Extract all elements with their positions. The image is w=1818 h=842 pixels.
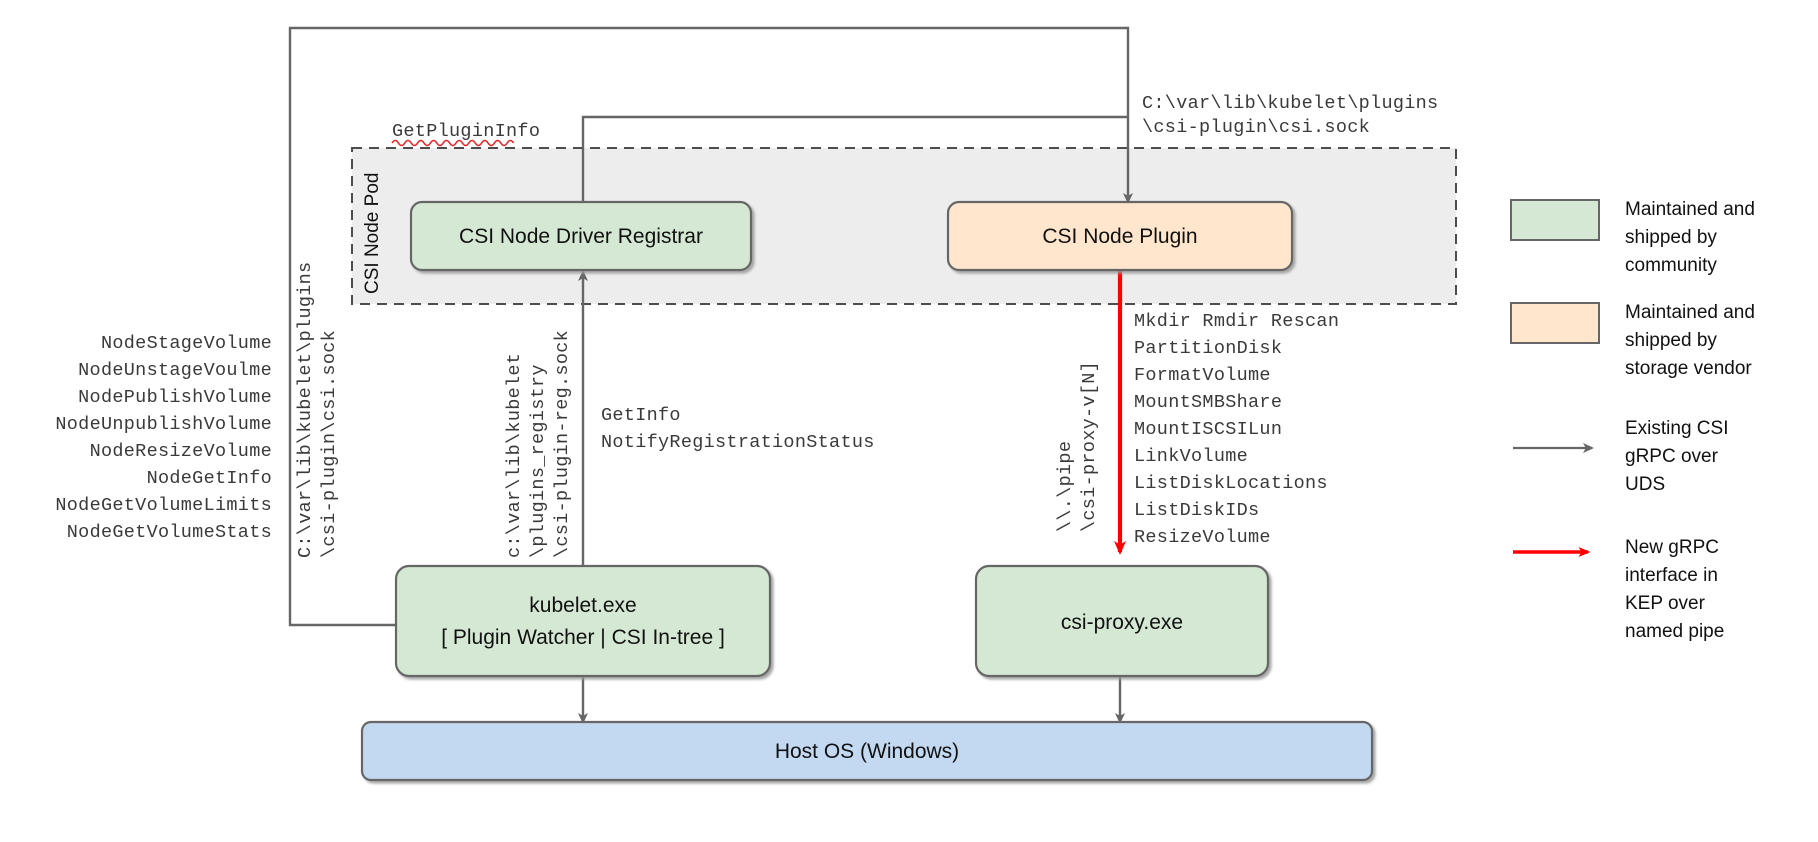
rpc-list-item: NodeGetVolumeStats — [67, 522, 272, 543]
legend-item-community: Maintained and shipped by community — [1510, 199, 1755, 276]
legend-item-existing-csi-grpc: Existing CSI gRPC over UDS — [1513, 418, 1728, 495]
proxy-api-item: Mkdir Rmdir Rescan — [1134, 311, 1339, 332]
label-named-pipe-line2: \csi-proxy-v[N] — [1079, 361, 1100, 532]
node-host-os[interactable]: Host OS (Windows) — [360, 720, 1374, 782]
legend-label-line: named pipe — [1625, 621, 1724, 642]
proxy-api-item: ResizeVolume — [1134, 527, 1271, 548]
label-kubelet-csi-sock-line1: C:\var\lib\kubelet\plugins — [295, 262, 316, 558]
node-label-kubelet-line2: [ Plugin Watcher | CSI In-tree ] — [441, 626, 725, 649]
rpc-list-item: NodeGetVolumeLimits — [55, 495, 272, 516]
rpc-list-item: NodeResizeVolume — [90, 441, 272, 462]
rpc-list-item: NodeUnpublishVolume — [55, 414, 272, 435]
node-label-plugin: CSI Node Plugin — [1042, 225, 1197, 248]
rpc-list-item: NodePublishVolume — [78, 387, 272, 408]
legend-label-line: New gRPC — [1625, 537, 1719, 558]
legend-label-line: Maintained and — [1625, 199, 1755, 220]
legend-item-new-grpc-kep: New gRPC interface in KEP over named pip… — [1513, 537, 1724, 642]
node-kubelet-exe[interactable]: kubelet.exe [ Plugin Watcher | CSI In-tr… — [394, 564, 772, 678]
proxy-api-item: FormatVolume — [1134, 365, 1271, 386]
legend-label-line: Existing CSI — [1625, 418, 1728, 439]
legend-label-line: community — [1625, 255, 1717, 276]
proxy-api-item: LinkVolume — [1134, 446, 1248, 467]
label-registry-sock-line1: c:\var\lib\kubelet — [504, 353, 525, 558]
proxy-api-item: PartitionDisk — [1134, 338, 1282, 359]
label-plugin-sock-path-line1: C:\var\lib\kubelet\plugins — [1142, 93, 1438, 114]
rpc-list-item: NodeUnstageVoulme — [78, 360, 272, 381]
spellcheck-underline-icon — [391, 139, 515, 147]
proxy-api-item: MountSMBShare — [1134, 392, 1282, 413]
proxy-api-item: ListDiskLocations — [1134, 473, 1328, 494]
label-plugin-sock-path-line2: \csi-plugin\csi.sock — [1142, 117, 1370, 138]
node-label-csi-proxy: csi-proxy.exe — [1061, 611, 1183, 634]
label-kubelet-csi-sock-line2: \csi-plugin\csi.sock — [319, 330, 340, 558]
rpc-list-item: NodeStageVolume — [101, 333, 272, 354]
legend-label-line: KEP over — [1625, 593, 1706, 614]
edge-registrar-getplugininfo — [581, 115, 1128, 205]
label-registrar-call-notify: NotifyRegistrationStatus — [601, 432, 875, 453]
node-csi-node-driver-registrar[interactable]: CSI Node Driver Registrar — [409, 200, 753, 272]
rpc-list-item: NodeGetInfo — [147, 468, 272, 489]
label-registry-sock-line2: \plugins_registry — [528, 364, 549, 558]
node-label-kubelet-line1: kubelet.exe — [529, 594, 636, 617]
node-label-registrar: CSI Node Driver Registrar — [459, 225, 703, 248]
proxy-api-item: ListDiskIDs — [1134, 500, 1259, 521]
legend-label-line: storage vendor — [1625, 358, 1752, 379]
node-label-host-os: Host OS (Windows) — [775, 740, 959, 763]
legend-label-line: UDS — [1625, 474, 1665, 495]
label-get-plugin-info: GetPluginInfo — [392, 121, 540, 142]
legend-label-line: interface in — [1625, 565, 1718, 586]
csi-node-pod-label: CSI Node Pod — [362, 173, 383, 294]
legend-label-line: gRPC over — [1625, 446, 1719, 467]
node-csi-node-plugin[interactable]: CSI Node Plugin — [946, 200, 1294, 272]
label-registry-sock-line3: \csi-plugin-reg.sock — [552, 330, 573, 558]
legend-label-line: Maintained and — [1625, 302, 1755, 323]
proxy-api-item: MountISCSILun — [1134, 419, 1282, 440]
node-csi-proxy-exe[interactable]: csi-proxy.exe — [974, 564, 1270, 678]
legend-label-line: shipped by — [1625, 330, 1717, 351]
legend-item-storage-vendor: Maintained and shipped by storage vendor — [1510, 302, 1755, 379]
label-registrar-call-getinfo: GetInfo — [601, 405, 681, 426]
edge-kubelet-to-node-plugin — [288, 26, 1133, 627]
label-named-pipe-line1: \\.\pipe — [1055, 441, 1076, 532]
legend-label-line: shipped by — [1625, 227, 1717, 248]
